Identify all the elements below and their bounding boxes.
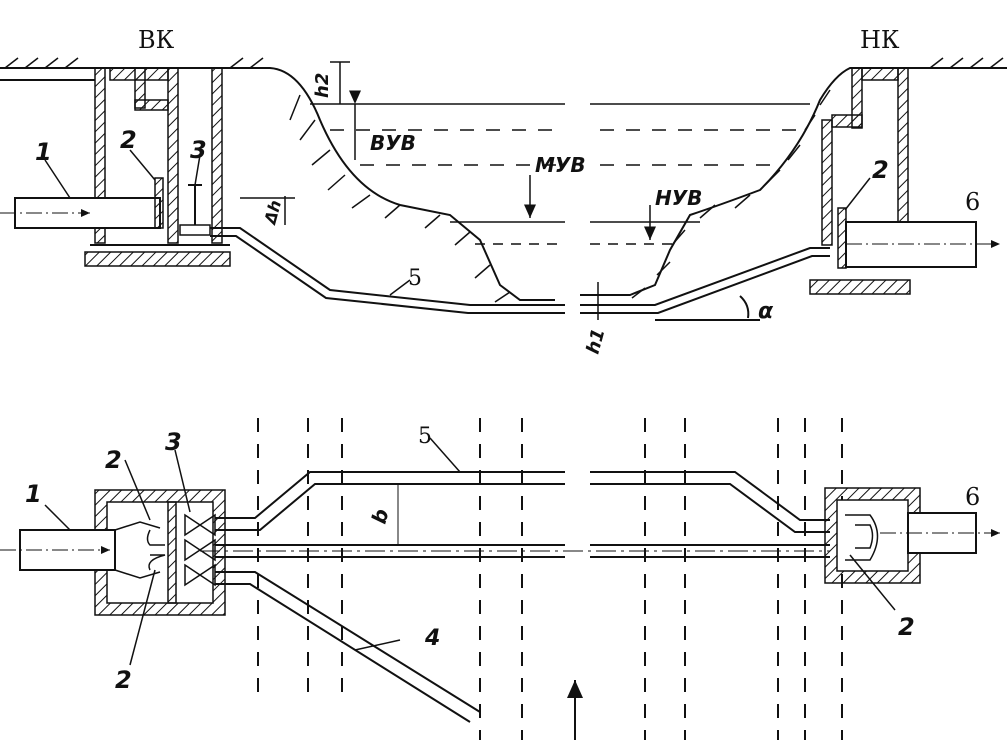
- part-3-label-elevation: 3: [190, 136, 207, 164]
- high-water-level-label: ВУВ: [370, 131, 416, 155]
- part-6-label-elevation: 6: [965, 188, 980, 216]
- part-2-label-plan-top: 2: [105, 446, 122, 474]
- part-3-label-plan: 3: [165, 428, 182, 456]
- siphon-pipes-plan: [200, 471, 830, 723]
- medium-water-level-label: МУВ: [535, 153, 586, 177]
- water-level-lines: [310, 103, 810, 245]
- outflow-pipe: [845, 221, 1000, 268]
- part-1-label-plan: 1: [25, 480, 42, 508]
- downstream-chamber: [809, 67, 911, 295]
- leader-lines: [44, 149, 896, 666]
- part-2-label-elevation-right: 2: [872, 156, 889, 184]
- part-5-label-plan: 5: [418, 424, 432, 449]
- upstream-chamber: [84, 67, 231, 267]
- inflow-pipe-plan: [0, 521, 166, 579]
- dim-alpha-label: α: [758, 299, 774, 324]
- low-water-level-label: НУВ: [655, 186, 702, 210]
- ground-surface-right: [580, 57, 1007, 299]
- upstream-chamber-title: ВК: [138, 26, 175, 54]
- valves-plan: [184, 513, 216, 587]
- dimension-markers: [240, 61, 656, 320]
- part-6-label-plan: 6: [965, 483, 980, 511]
- downstream-chamber-title: НК: [860, 26, 900, 54]
- dim-h1-label: h1: [583, 326, 610, 356]
- siphon-pipe-elevation: [210, 227, 830, 321]
- part-2-label-elevation-left: 2: [120, 126, 137, 154]
- part-4-label-plan: 4: [424, 626, 440, 651]
- part-2-label-plan-right: 2: [898, 613, 915, 641]
- inflow-pipe: [0, 177, 211, 236]
- part-2-label-plan-bottom: 2: [115, 666, 132, 694]
- ground-surface-left: [0, 57, 555, 303]
- dim-b-label: b: [367, 506, 394, 526]
- plan-view: [0, 149, 1000, 740]
- section-lines: [257, 418, 843, 740]
- downstream-chamber-plan: [824, 487, 921, 584]
- outflow-pipe-plan: [880, 512, 1000, 554]
- elevation-view: [0, 57, 1007, 321]
- dim-delta-h-label: Δh: [260, 198, 285, 228]
- part-1-label-elevation: 1: [35, 138, 52, 166]
- dim-h2-label: h2: [312, 73, 333, 98]
- part-5-label-elevation: 5: [408, 266, 422, 291]
